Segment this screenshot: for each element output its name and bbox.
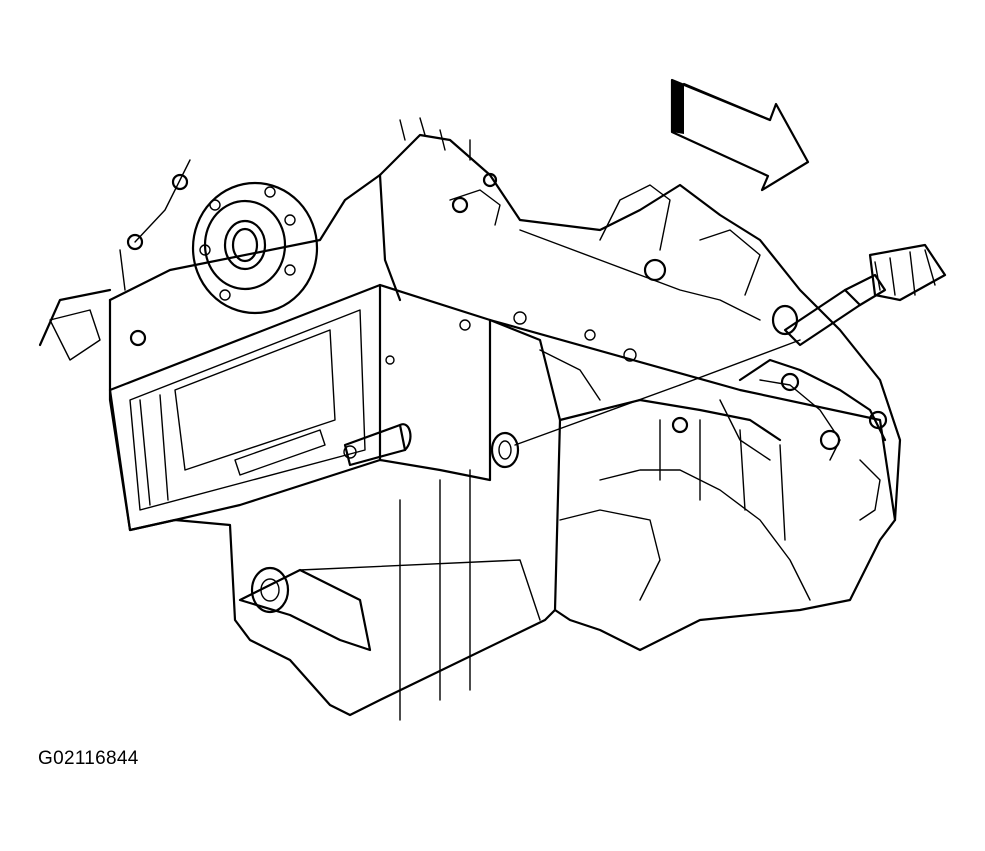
front-oil-pan <box>108 283 562 721</box>
oil-level-sensor <box>514 243 947 446</box>
rear-oil-pan <box>488 318 897 652</box>
engine-block <box>378 117 902 522</box>
rear-brackets <box>719 358 888 521</box>
front-cover <box>38 159 382 532</box>
figure-id-label: G02116844 <box>38 748 139 769</box>
direction-arrow-icon <box>670 78 810 192</box>
